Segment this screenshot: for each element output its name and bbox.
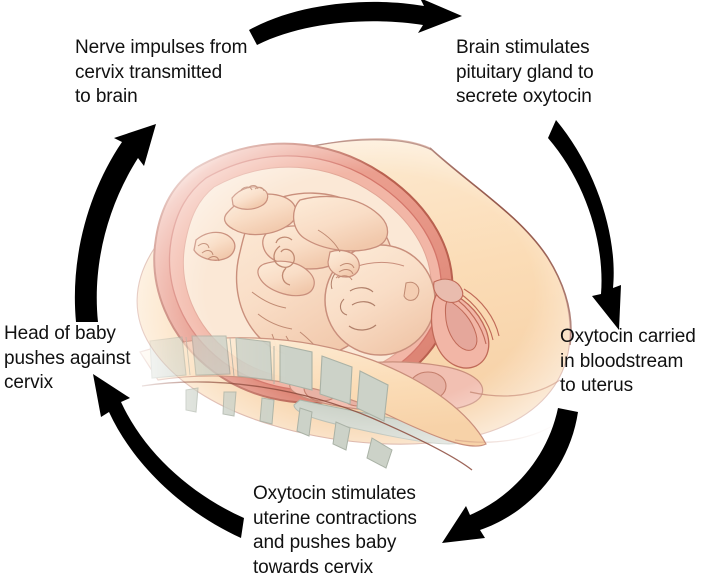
- arrow-bottom-right-icon: [442, 408, 578, 543]
- step-label-brain-stimulates: Brain stimulates pituitary gland to secr…: [456, 37, 594, 107]
- step-label-nerve-impulses: Nerve impulses from cervix transmitted t…: [75, 37, 248, 107]
- step-label-oxytocin-carried: Oxytocin carried in bloodstream to uteru…: [560, 326, 696, 396]
- lower-abdominal-contour: [454, 379, 563, 443]
- arrow-left-icon: [74, 124, 156, 322]
- arrow-top-icon: [249, 0, 462, 45]
- arrow-bottom-left-icon: [93, 374, 244, 538]
- step-label-head-pushes: Head of baby pushes against cervix: [4, 323, 131, 393]
- arrow-right-icon: [548, 120, 621, 330]
- vertebral-column: [139, 335, 487, 471]
- fetus: [193, 185, 436, 363]
- cervix-and-birth-canal: [430, 278, 500, 369]
- step-label-oxytocin-stimulates: Oxytocin stimulates uterine contractions…: [253, 483, 417, 578]
